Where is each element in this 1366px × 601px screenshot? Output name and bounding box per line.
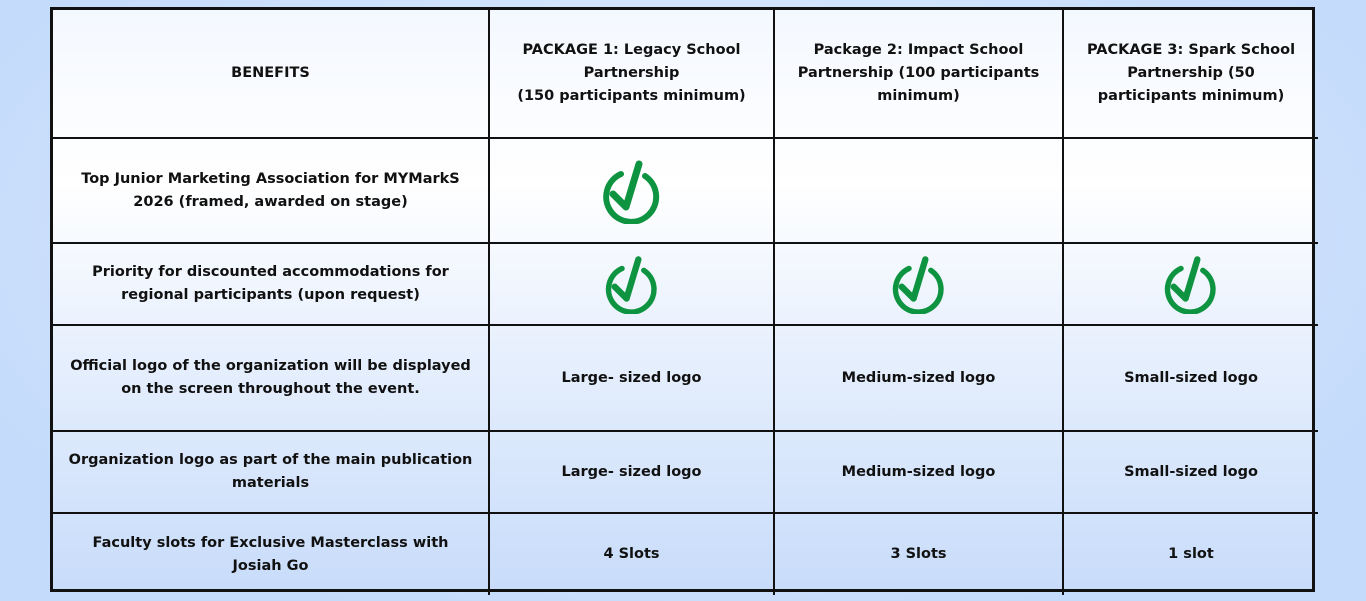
check-icon: [892, 256, 944, 314]
header-package-3: PACKAGE 3: Spark School Partnership (50 …: [1064, 10, 1318, 139]
check-icon: [1164, 256, 1216, 314]
benefit-cell: Organization logo as part of the main pu…: [53, 432, 490, 514]
package-1-cell: [490, 139, 775, 244]
package-1-cell: Large- sized logo: [490, 432, 775, 514]
package-1-cell: Large- sized logo: [490, 326, 775, 432]
package-2-cell: [775, 244, 1064, 326]
package-3-cell: Small-sized logo: [1064, 432, 1318, 514]
package-2-cell: [775, 139, 1064, 244]
benefit-cell: Top Junior Marketing Association for MYM…: [53, 139, 490, 244]
package-1-cell: 4 Slots: [490, 514, 775, 595]
package-1-cell: [490, 244, 775, 326]
check-icon: [602, 160, 659, 224]
package-2-cell: Medium-sized logo: [775, 326, 1064, 432]
package-3-cell: [1064, 244, 1318, 326]
package-3-cell: Small-sized logo: [1064, 326, 1318, 432]
header-package-1: PACKAGE 1: Legacy School Partnership (15…: [490, 10, 775, 139]
package-3-cell: [1064, 139, 1318, 244]
package-2-cell: Medium-sized logo: [775, 432, 1064, 514]
package-2-cell: 3 Slots: [775, 514, 1064, 595]
header-benefits: BENEFITS: [53, 10, 490, 139]
package-3-cell: 1 slot: [1168, 546, 1214, 562]
benefit-cell: Official logo of the organization will b…: [53, 326, 490, 432]
benefit-cell: Priority for discounted accommodations f…: [53, 244, 490, 326]
benefits-table: BENEFITS PACKAGE 1: Legacy School Partne…: [50, 7, 1318, 595]
header-package-2: Package 2: Impact School Partnership (10…: [775, 10, 1064, 139]
check-icon: [605, 256, 657, 314]
benefit-cell: Faculty slots for Exclusive Masterclass …: [53, 514, 490, 595]
